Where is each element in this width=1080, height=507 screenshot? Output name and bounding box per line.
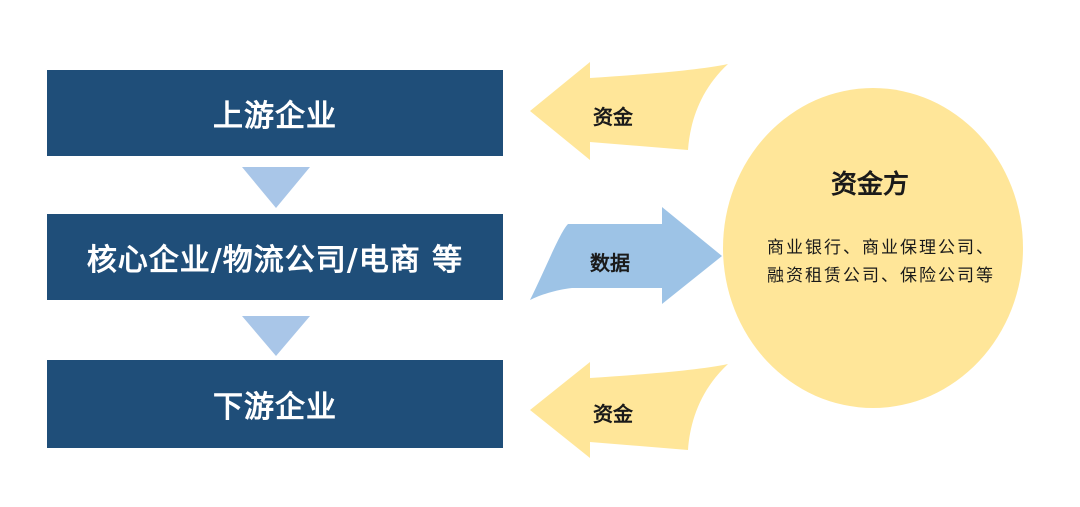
fund-arrow-bottom bbox=[530, 362, 728, 458]
down-arrow-2 bbox=[242, 316, 310, 356]
fund-label-top: 资金 bbox=[593, 105, 633, 129]
funder-description: 商业银行、商业保理公司、融资租赁公司、保险公司等 bbox=[767, 238, 995, 286]
data-label: 数据 bbox=[590, 251, 630, 275]
core-enterprise-box: 核心企业/物流公司/电商 等 bbox=[47, 214, 503, 300]
funder-title: 资金方 bbox=[830, 170, 909, 200]
data-arrow bbox=[530, 207, 722, 304]
down-arrow-1 bbox=[242, 167, 310, 208]
upstream-enterprise-box: 上游企业 bbox=[47, 70, 503, 156]
fund-label-bottom: 资金 bbox=[593, 402, 633, 426]
fund-arrow-top bbox=[530, 62, 728, 160]
downstream-enterprise-box: 下游企业 bbox=[47, 360, 503, 448]
funder-ellipse bbox=[723, 88, 1023, 408]
